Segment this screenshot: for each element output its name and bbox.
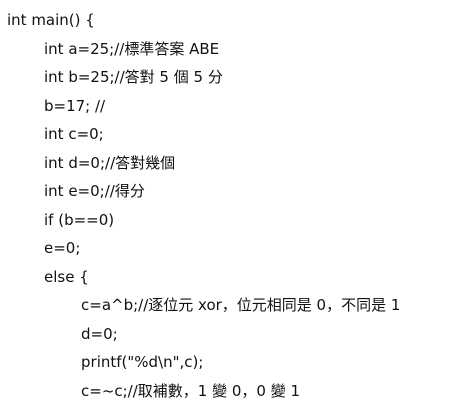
code-line: else { bbox=[0, 263, 460, 292]
code-line: e=0; bbox=[0, 234, 460, 263]
code-line: int c=0; bbox=[0, 120, 460, 149]
code-line: d=0; bbox=[0, 320, 460, 349]
code-line: c=a^b;//逐位元 xor，位元相同是 0，不同是 1 bbox=[0, 291, 460, 320]
code-line: int d=0;//答對幾個 bbox=[0, 149, 460, 178]
code-line: printf("%d\n",c); bbox=[0, 348, 460, 377]
code-line: c=~c;//取補數，1 變 0，0 變 1 bbox=[0, 377, 460, 405]
code-line: if (b==0) bbox=[0, 206, 460, 235]
code-line: int b=25;//答對 5 個 5 分 bbox=[0, 63, 460, 92]
code-line: int e=0;//得分 bbox=[0, 177, 460, 206]
code-line: int main() { bbox=[0, 6, 460, 35]
code-line: b=17; // bbox=[0, 92, 460, 121]
code-line: int a=25;//標準答案 ABE bbox=[0, 35, 460, 64]
